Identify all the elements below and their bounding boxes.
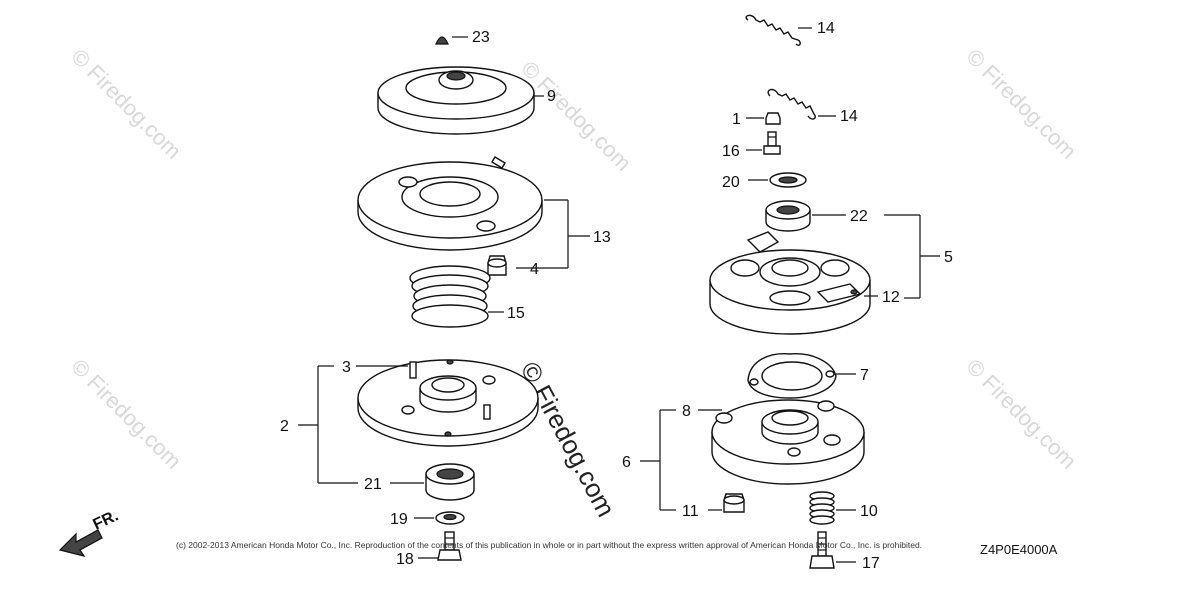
part-5-drive-cup: 12 5 <box>709 214 953 335</box>
callout-4: 4 <box>530 261 539 278</box>
callout-14-second: 14 <box>840 108 858 125</box>
watermark-top-right: © Firedog.com <box>961 44 1081 164</box>
callout-10: 10 <box>860 503 878 520</box>
part-13-drive-plate: 13 <box>357 156 611 269</box>
part-23-cap: 23 <box>435 29 490 46</box>
callout-9: 9 <box>547 88 556 105</box>
part-16-bolt: 16 <box>722 131 781 160</box>
part-7-gasket: 7 <box>747 353 869 399</box>
callout-8: 8 <box>682 403 691 420</box>
fr-arrow: FR. <box>58 507 122 557</box>
callout-18: 18 <box>396 551 414 568</box>
callout-20: 20 <box>722 174 740 191</box>
callout-19: 19 <box>390 511 408 528</box>
part-11-nut: 11 <box>682 493 745 520</box>
part-15-spring: 15 <box>409 265 525 328</box>
part-17-bolt: 17 <box>809 531 880 572</box>
part-19-washer: 19 <box>390 511 465 528</box>
diagram-code: Z4P0E4000A <box>980 542 1058 557</box>
watermark-top-center: © Firedog.com <box>516 56 636 176</box>
part-21-bearing: 21 <box>364 463 475 501</box>
watermark-bottom-left: © Firedog.com <box>66 354 186 474</box>
part-10-spring: 10 <box>809 491 878 525</box>
callout-1: 1 <box>732 111 741 128</box>
callout-15: 15 <box>507 305 525 322</box>
copyright-notice: (c) 2002-2013 American Honda Motor Co., … <box>176 540 922 550</box>
callout-5: 5 <box>944 249 953 266</box>
part-14-spring-top: 14 <box>745 14 835 47</box>
part-14-spring-second: 14 <box>767 88 858 125</box>
callout-13: 13 <box>593 229 611 246</box>
part-9-pulley: 9 <box>377 66 556 135</box>
part-4-nut: 4 <box>487 255 539 278</box>
part-18-bolt: 18 <box>396 531 462 568</box>
callout-14-top: 14 <box>817 20 835 37</box>
callout-6: 6 <box>622 454 631 471</box>
watermark-bottom-right: © Firedog.com <box>961 354 1081 474</box>
callout-2: 2 <box>280 418 289 435</box>
part-1-nut: 1 <box>732 111 781 128</box>
part-6-housing: 8 6 <box>622 399 865 511</box>
callout-21: 21 <box>364 476 382 493</box>
callout-16: 16 <box>722 143 740 160</box>
callout-12: 12 <box>882 289 900 306</box>
watermark-group: © Firedog.com © Firedog.com © Firedog.co… <box>66 44 1081 522</box>
callout-23: 23 <box>472 29 490 46</box>
fr-label: FR. <box>91 507 122 533</box>
callout-3: 3 <box>342 359 351 376</box>
watermark-center: © Firedog.com <box>515 357 622 522</box>
part-2-base-plate: 3 2 <box>280 359 539 484</box>
part-20-washer: 20 <box>722 172 807 191</box>
callout-22: 22 <box>850 208 868 225</box>
callout-17: 17 <box>862 555 880 572</box>
callout-11: 11 <box>682 503 699 520</box>
callout-7: 7 <box>860 367 869 384</box>
part-22-bearing: 22 <box>765 200 868 232</box>
watermark-top-left: © Firedog.com <box>66 44 186 164</box>
